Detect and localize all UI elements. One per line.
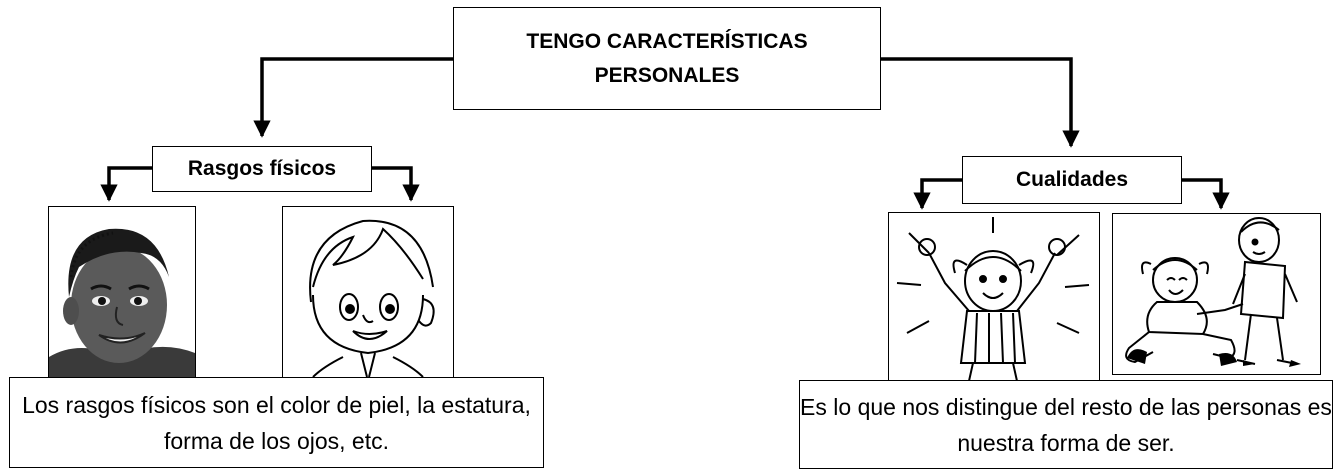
cualidades-description-text: Es lo que nos distingue del resto de las… xyxy=(800,393,1332,456)
cualidades-box: Cualidades xyxy=(962,156,1182,204)
boy-helping-girl-drawing xyxy=(1112,213,1321,375)
rasgos-fisicos-description-text: Los rasgos físicos son el color de piel,… xyxy=(22,391,531,454)
smiling-boy-drawing xyxy=(282,206,454,378)
rasgos-fisicos-description: Los rasgos físicos son el color de piel,… xyxy=(9,377,544,468)
root-concept-box: TENGO CARACTERÍSTICAS PERSONALES xyxy=(453,7,881,110)
rasgos-fisicos-box: Rasgos físicos xyxy=(152,146,372,192)
arrow-cualidades-to-kids xyxy=(1182,178,1230,210)
rasgos-fisicos-label: Rasgos físicos xyxy=(187,157,337,180)
root-concept-label: TENGO CARACTERÍSTICAS PERSONALES xyxy=(526,29,808,87)
arrow-root-to-cualidades xyxy=(881,57,1080,148)
arrow-cualidades-to-girl xyxy=(913,178,962,210)
arrow-rasgos-to-drawing xyxy=(372,166,420,202)
cualidades-description: Es lo que nos distingue del resto de las… xyxy=(799,380,1333,469)
cualidades-label: Cualidades xyxy=(1015,168,1129,191)
arrow-rasgos-to-photo xyxy=(100,166,152,202)
dark-skinned-boy-image xyxy=(48,206,196,378)
arrow-root-to-rasgos xyxy=(253,57,453,138)
cheering-girl-drawing xyxy=(888,212,1100,382)
